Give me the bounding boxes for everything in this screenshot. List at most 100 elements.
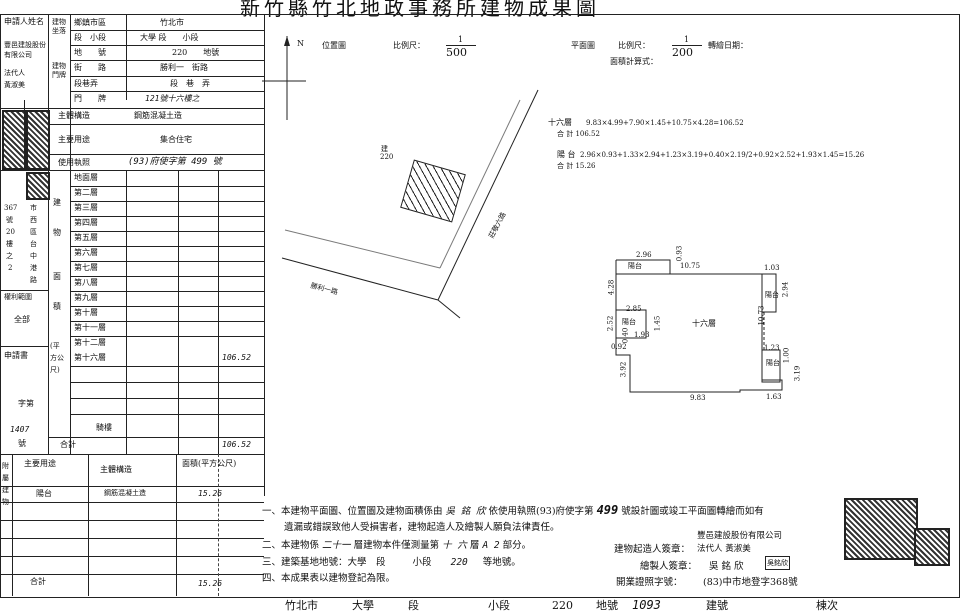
note-text: 部分。 (502, 540, 532, 551)
north-label: N (297, 39, 304, 48)
door-label: 建物門牌 (52, 62, 66, 79)
note-text: 層 (469, 540, 480, 551)
calc1-label: 十六層 (548, 118, 572, 127)
note-2: 二、本建物係 二十一 層建物本件僅測量第 十 六 層 A 2 部分。 (262, 537, 531, 551)
drawer-name: 吳 銘 欣 (709, 561, 744, 572)
annex-area: 15.26 (198, 489, 223, 498)
lot-label: 建 (381, 145, 388, 153)
address-char: 市 (30, 204, 37, 212)
calc1-formula: 9.83×4.99+7.90×1.45+10.75×4.28=106.52 (586, 119, 744, 127)
balcony-label: 陽台 (766, 359, 780, 367)
usage-label: 主要用途 (58, 135, 90, 144)
note-text: 二、本建物係 (262, 540, 320, 551)
apply-no: 1407 (10, 425, 30, 434)
plan-scale-num: 1 (684, 35, 690, 44)
applicant-company: 豐邑建設股份有限公司 (4, 41, 46, 59)
room-label: 十六層 (692, 319, 716, 328)
site-scale-num: 1 (458, 35, 464, 44)
seal-stamp (26, 110, 50, 170)
location-row-value: 竹北市 (160, 18, 184, 27)
floor-label: 第三層 (74, 203, 98, 212)
location-row-value: 勝利一 街路 (160, 63, 208, 72)
note-text: 一、本建物平面圖、位置圖及建物面積係由 (262, 506, 443, 517)
plan-dim: 1.03 (764, 264, 780, 272)
usage-value: 集合住宅 (160, 135, 192, 144)
plan-scale-den: 200 (672, 46, 693, 59)
door-row-value: 段 巷 弄 (170, 79, 210, 88)
apply-no-label: 字第 (18, 399, 34, 408)
location-label: 建物坐落 (52, 18, 66, 35)
applicant-rep: 黃淑美 (4, 81, 25, 89)
calc-label: 面積計算式： (610, 57, 658, 66)
door-row-value: 121號十六樓之 (145, 94, 200, 103)
applicant-label: 申請人姓名 (4, 17, 44, 26)
floor-plan-label: 平面圖 (571, 41, 595, 50)
note-text: 層建物本件僅測量第 (353, 540, 440, 551)
floor16-area: 106.52 (222, 353, 251, 362)
annex-col-use: 主要用途 (24, 459, 56, 468)
calc1-total: 合 計 106.52 (557, 130, 600, 138)
rep-seal-stamp (914, 528, 950, 566)
plan-dim: 1.93 (634, 331, 650, 339)
note-3: 三、建築基地地號：大學 段 小段 220 等地號。 (262, 554, 521, 568)
note-lot: 220 (450, 557, 468, 568)
floor-label: 第七層 (74, 263, 98, 272)
calc2-total: 合 計 15.26 (557, 162, 596, 170)
note-floors: 二十一 (322, 540, 351, 551)
area-label: 面積 (53, 272, 61, 311)
applicant-rep-label: 法代人 (4, 69, 25, 77)
door-row-label: 段巷弄 (74, 79, 98, 88)
plan-dim: 3.92 (619, 361, 628, 378)
note-text: 等地號。 (482, 557, 521, 568)
floor-label: 第六層 (74, 248, 98, 257)
floor-label: 第二層 (74, 188, 98, 197)
floor-label: 地面層 (74, 173, 98, 182)
footer-city: 竹北市 (285, 599, 318, 612)
footer-section-label: 段 (408, 599, 419, 612)
address-char: 西 (30, 216, 37, 224)
owner-name: 豐邑建設股份有限公司 (697, 531, 783, 541)
address-char: 路 (30, 276, 37, 284)
plan-dim: 4.28 (607, 279, 616, 296)
annex-label: 附屬建物 (2, 462, 9, 506)
balcony-label: 陽台 (765, 291, 779, 299)
footer-build-label: 建號 (706, 599, 728, 612)
plan-dim: 0.40 (621, 327, 630, 344)
footer-lot: 220 (552, 599, 573, 612)
note-text: 四、本成果表以建物登記為限。 (262, 573, 396, 584)
plan-dim: 2.85 (626, 305, 642, 313)
floor-label: 第十一層 (74, 323, 106, 332)
door-row-label: 門 牌 (74, 94, 106, 103)
plan-dim: 2.96 (636, 251, 652, 259)
permit-label: 使用執照 (58, 158, 90, 167)
owner-rep: 法代人 黃淑美 (697, 544, 751, 554)
note-name: 吳 銘 欣 (445, 506, 486, 517)
lot-no: 220 (380, 153, 394, 161)
seal-stamp (2, 110, 26, 170)
address-char: 台 (30, 240, 37, 248)
note-permit-no: 499 (596, 503, 619, 517)
footer-lot-label: 地號 (596, 599, 618, 612)
floor-label: 第十六層 (74, 353, 106, 362)
annex-total-label: 合計 (30, 577, 46, 586)
plan-dim: 2.94 (781, 281, 790, 298)
location-row-label: 街 路 (74, 63, 106, 72)
floor-label: 第九層 (74, 293, 98, 302)
plan-dim: 0.93 (675, 245, 684, 262)
location-row-label: 地 號 (74, 48, 106, 57)
location-row-value: 220 地號 (172, 48, 220, 57)
annex-total: 15.26 (198, 579, 223, 588)
address-char: 中 (30, 252, 37, 260)
plan-dim: 9.83 (690, 394, 706, 402)
plan-dim: 1.23 (764, 344, 780, 352)
address-floor: 20 (6, 228, 15, 236)
plan-dim: 1.45 (653, 315, 662, 332)
note-text: 三、建築基地地號：大學 段 (262, 557, 386, 568)
area-unit-label: (平方公尺) (50, 342, 64, 374)
license-label: 開業證照字號： (616, 577, 683, 588)
footer-section: 大學 (352, 599, 374, 612)
total-label: 合計 (60, 440, 76, 449)
address-no: 367 (4, 204, 18, 212)
